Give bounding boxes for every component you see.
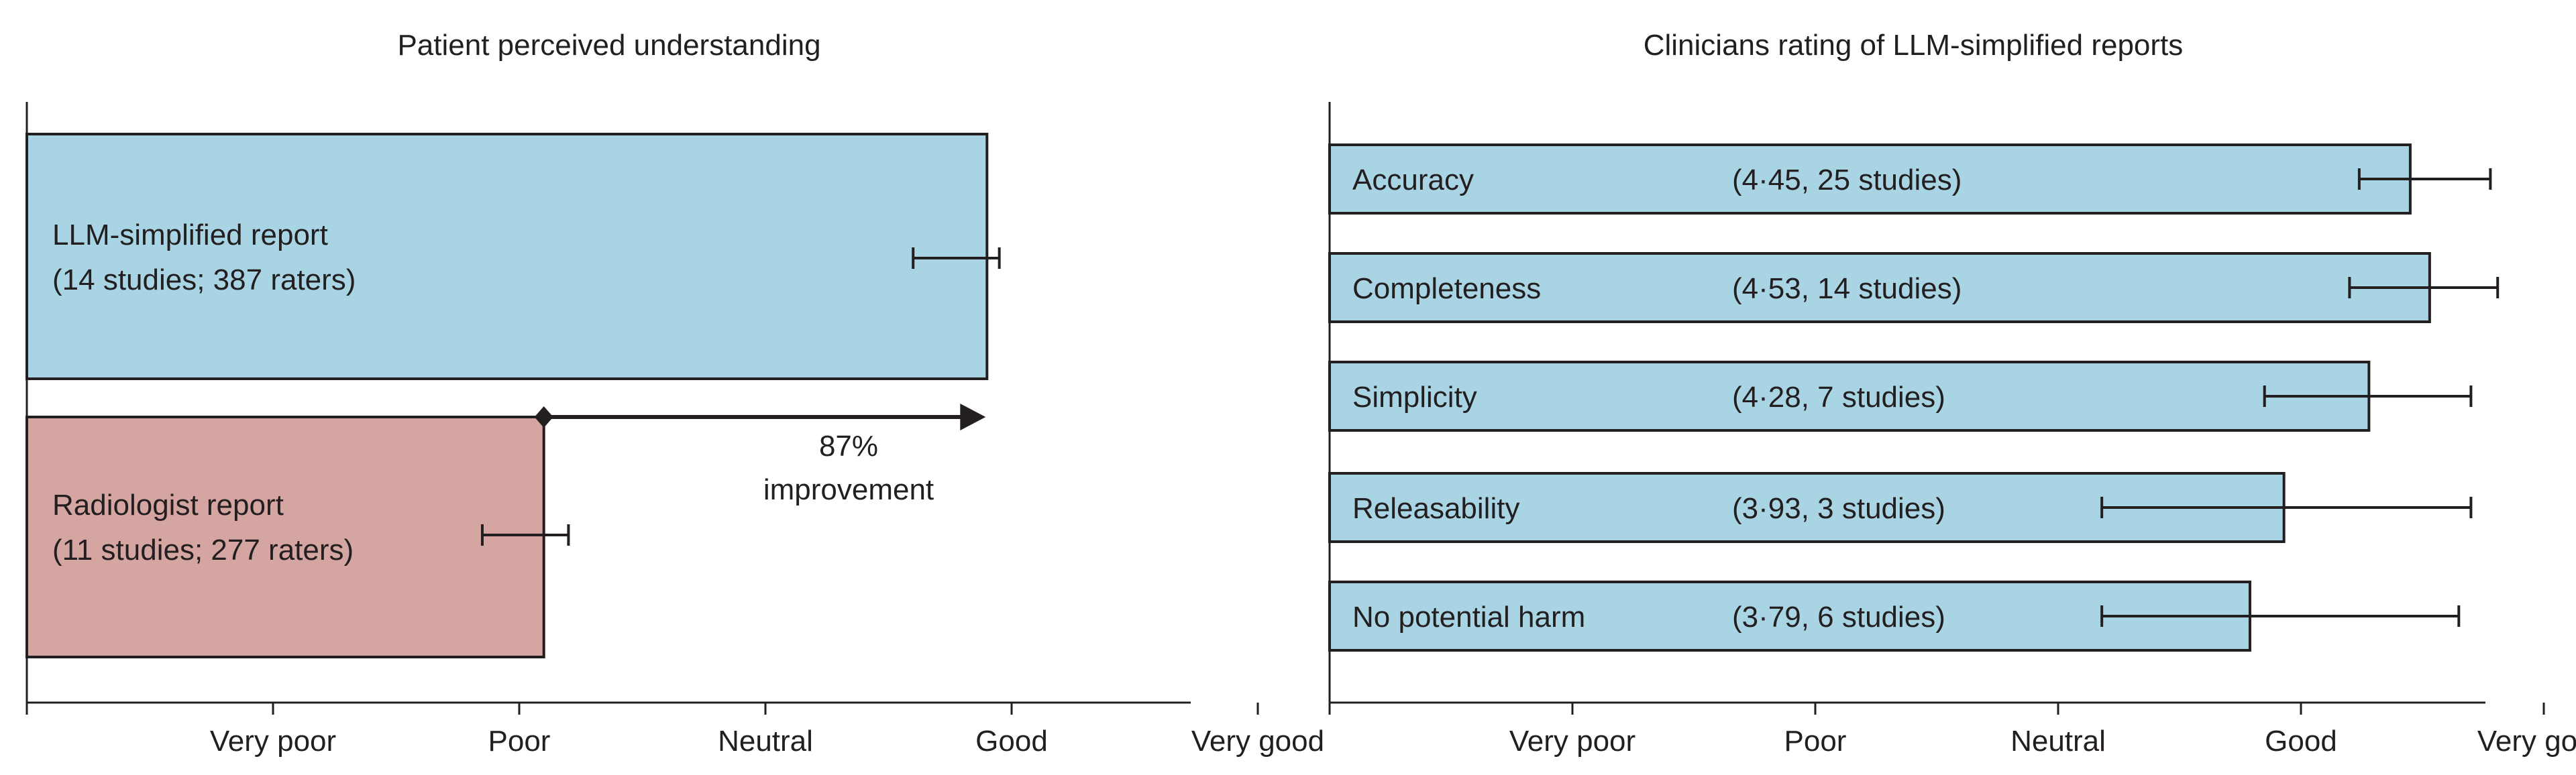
error-bar-simplicity (2263, 385, 2473, 407)
clinician-rating-chart: Clinicians rating of LLM-simplified repo… (1328, 29, 2576, 758)
bar-completeness (1328, 252, 2431, 323)
x-tick-label: Very poor (1509, 725, 1635, 758)
improvement-label: improvement (763, 473, 934, 506)
x-tick-label: Very poor (210, 725, 336, 758)
bar-label-completeness: Completeness (1352, 272, 1541, 305)
error-bar-completeness (2348, 277, 2500, 298)
left-bar-label-llm: LLM-simplified report (52, 219, 328, 251)
bar-radiologist-report (25, 416, 545, 658)
x-tick-label: Very good (1191, 725, 1324, 758)
patient-understanding-chart: Patient perceived understanding Very poo… (25, 29, 1324, 758)
x-tick-label: Poor (488, 725, 551, 758)
error-bar-no-potential-harm (2100, 605, 2461, 627)
error-bar-accuracy (2357, 168, 2492, 190)
x-tick-label: Very good (2477, 725, 2576, 758)
error-bar-releasability (2100, 497, 2473, 518)
left-chart-title: Patient perceived understanding (397, 29, 820, 62)
left-x-ticks: Very poor Poor Neutral Good Very good (25, 703, 1324, 758)
bar-value-label-simplicity: (4·28, 7 studies) (1732, 381, 1945, 414)
bar-value-label-accuracy: (4·45, 25 studies) (1732, 164, 1962, 196)
bar-no-potential-harm (1328, 581, 2251, 652)
bar-value-label-completeness: (4·53, 14 studies) (1732, 272, 1962, 305)
x-tick-label: Good (975, 725, 1048, 758)
left-bar-detail-llm: (14 studies; 387 raters) (52, 263, 356, 296)
bar-value-label-releasability: (3·93, 3 studies) (1732, 492, 1945, 525)
right-x-ticks: Very poor Poor Neutral Good Very good (1328, 703, 2576, 758)
left-bars (25, 133, 1001, 658)
bar-value-label-no-potential-harm: (3·79, 6 studies) (1732, 601, 1945, 634)
x-tick-label: Poor (1784, 725, 1847, 758)
left-bar-label-radiologist: Radiologist report (52, 489, 284, 522)
bar-simplicity (1328, 361, 2371, 432)
error-bar-llm-simplified-report (912, 247, 1001, 269)
bar-llm-simplified-report (25, 133, 989, 380)
error-bar-radiologist-report (480, 524, 570, 546)
bar-label-simplicity: Simplicity (1352, 381, 1477, 414)
left-bar-detail-radiologist: (11 studies; 277 raters) (52, 534, 354, 567)
x-tick-label: Neutral (718, 725, 813, 758)
improvement-percent: 87% (819, 430, 878, 463)
improvement-arrow-start-marker (534, 406, 553, 428)
improvement-arrow-head (960, 404, 986, 430)
right-bars: Accuracy (4·45, 25 studies) Completeness (4… (1328, 143, 2500, 652)
x-tick-label: Good (2265, 725, 2337, 758)
right-chart-title: Clinicians rating of LLM-simplified repo… (1644, 29, 2184, 62)
bar-label-no-potential-harm: No potential harm (1352, 601, 1585, 634)
bar-label-releasability: Releasability (1352, 492, 1519, 525)
improvement-arrow (534, 404, 986, 430)
bar-label-accuracy: Accuracy (1352, 164, 1474, 196)
x-tick-label: Neutral (2010, 725, 2106, 758)
